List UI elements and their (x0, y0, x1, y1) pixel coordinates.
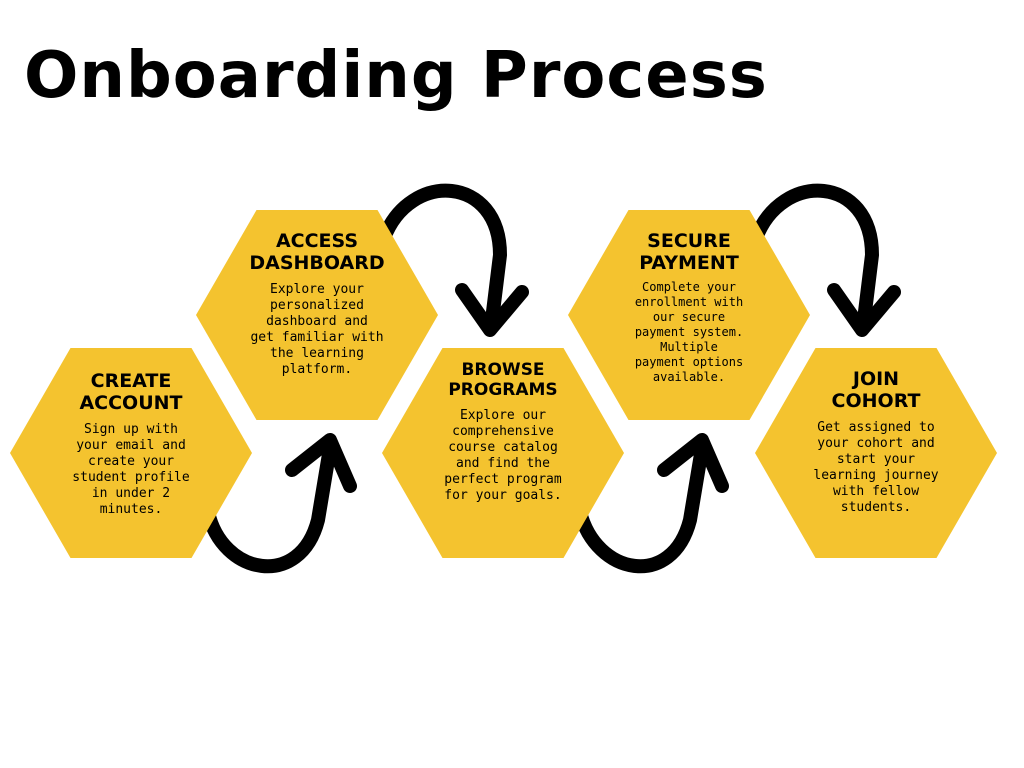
step-browse-programs: BROWSE PROGRAMS Explore our comprehensiv… (382, 348, 624, 558)
arrow-1-to-2-head (285, 433, 357, 493)
step-create-account: CREATE ACCOUNT Sign up with your email a… (10, 348, 252, 558)
step-description: Explore your personalized dashboard and … (250, 282, 384, 377)
step-title: SECURE PAYMENT (639, 230, 739, 274)
step-title: ACCESS DASHBOARD (249, 230, 385, 274)
arrow-2-to-3-head (455, 283, 529, 337)
step-title: CREATE ACCOUNT (79, 370, 183, 414)
page-title: Onboarding Process (24, 39, 768, 113)
step-title: JOIN COHORT (831, 368, 921, 412)
step-description: Sign up with your email and create your … (72, 422, 190, 517)
arrow-3-to-4-head (657, 433, 729, 493)
step-join-cohort: JOIN COHORT Get assigned to your cohort … (755, 348, 997, 558)
step-description: Explore our comprehensive course catalog… (444, 408, 562, 503)
step-access-dashboard: ACCESS DASHBOARD Explore your personaliz… (196, 210, 438, 420)
arrow-4-to-5-head (827, 283, 901, 337)
step-title: BROWSE PROGRAMS (448, 360, 558, 400)
step-description: Complete your enrollment with our secure… (634, 280, 744, 384)
step-secure-payment: SECURE PAYMENT Complete your enrollment … (568, 210, 810, 420)
step-description: Get assigned to your cohort and start yo… (813, 420, 939, 515)
